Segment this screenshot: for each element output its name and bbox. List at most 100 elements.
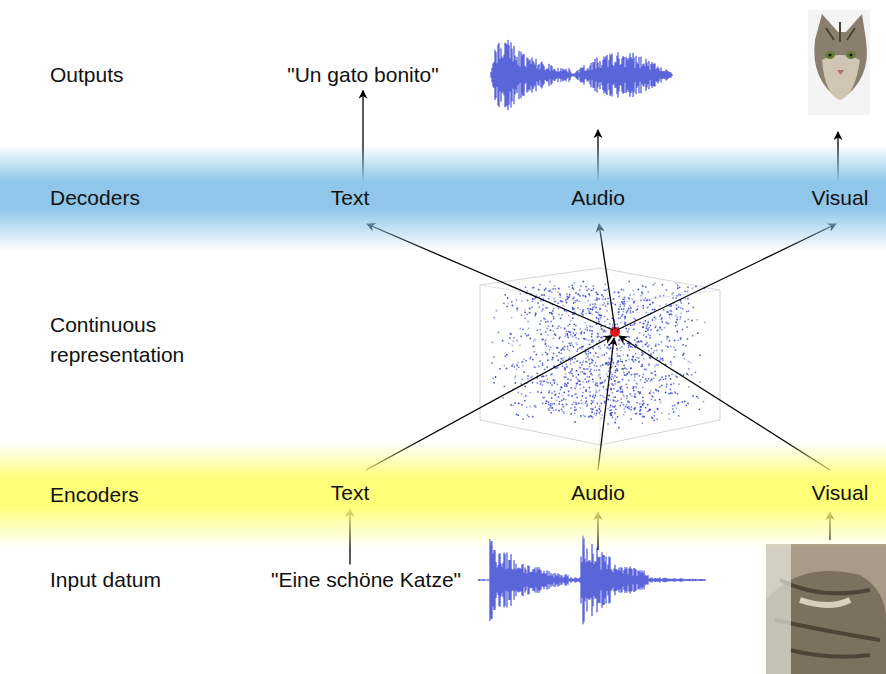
scatter-dot: [677, 287, 679, 289]
node-text: Audio: [571, 185, 625, 210]
scatter-dot: [604, 354, 606, 356]
scatter-dot: [633, 408, 635, 410]
scatter-dot: [532, 382, 534, 384]
scatter-dot: [521, 361, 523, 363]
scatter-dot: [583, 372, 585, 374]
scatter-dot: [598, 390, 600, 392]
scatter-dot: [634, 374, 636, 376]
scatter-dot: [527, 414, 529, 416]
scatter-dot: [507, 303, 509, 305]
scatter-dot: [558, 288, 560, 290]
scatter-dot: [537, 382, 539, 384]
scatter-dot: [553, 316, 555, 318]
scatter-dot: [561, 387, 563, 389]
scatter-dot: [613, 363, 615, 365]
scatter-dot: [593, 413, 595, 415]
scatter-dot: [668, 340, 670, 342]
scatter-dot: [654, 370, 656, 372]
scatter-dot: [669, 340, 671, 342]
scatter-dot: [579, 366, 581, 368]
scatter-dot: [680, 312, 682, 314]
scatter-dot: [561, 395, 563, 397]
scatter-dot: [640, 300, 642, 302]
scatter-dot: [545, 331, 547, 333]
scatter-dot: [537, 302, 539, 304]
scatter-dot: [684, 320, 686, 322]
scatter-dot: [600, 417, 602, 419]
scatter-dot: [661, 317, 663, 319]
scatter-dot: [617, 364, 619, 366]
scatter-dot: [622, 379, 624, 381]
scatter-dot: [649, 408, 651, 410]
scatter-dot: [610, 404, 612, 406]
scatter-dot: [696, 319, 698, 321]
scatter-dot: [550, 321, 552, 323]
scatter-dot: [494, 317, 496, 319]
scatter-dot: [526, 313, 528, 315]
scatter-dot: [564, 357, 566, 359]
scatter-dot: [568, 350, 570, 352]
scatter-dot: [563, 376, 565, 378]
scatter-dot: [641, 285, 643, 287]
scatter-dot: [653, 377, 655, 379]
scatter-dot: [697, 397, 699, 399]
cat-picture-input: [766, 544, 886, 674]
scatter-dot: [554, 285, 556, 287]
scatter-dot: [548, 401, 550, 403]
scatter-dot: [577, 381, 579, 383]
scatter-dot: [588, 288, 590, 290]
scatter-dot: [634, 409, 636, 411]
scatter-dot: [558, 325, 560, 327]
scatter-dot: [638, 360, 640, 362]
scatter-dot: [607, 298, 609, 300]
scatter-dot: [625, 328, 627, 330]
scatter-dot: [600, 410, 602, 412]
scatter-dot: [688, 386, 690, 388]
scatter-dot: [568, 343, 570, 345]
scatter-dot: [643, 403, 645, 405]
scatter-dot: [684, 358, 686, 360]
scatter-dot: [692, 335, 694, 337]
scatter-dot: [670, 389, 672, 391]
scatter-dot: [667, 311, 669, 313]
scatter-dot: [637, 305, 639, 307]
scatter-dot: [547, 353, 549, 355]
scatter-dot: [647, 306, 649, 308]
scatter-dot: [520, 293, 522, 295]
scatter-dot: [639, 322, 641, 324]
scatter-dot: [546, 353, 548, 355]
scatter-dot: [648, 327, 650, 329]
scatter-dot: [587, 300, 589, 302]
scatter-dot: [624, 318, 626, 320]
scatter-dot: [661, 412, 663, 414]
scatter-dot: [547, 320, 549, 322]
scatter-dot: [628, 401, 630, 403]
scatter-dot: [598, 375, 600, 377]
scatter-dot: [618, 296, 620, 298]
scatter-dot: [552, 325, 554, 327]
scatter-dot: [575, 409, 577, 411]
scatter-dot: [597, 333, 599, 335]
scatter-dot: [606, 288, 608, 290]
scatter-dot: [560, 327, 562, 329]
scatter-dot: [539, 323, 541, 325]
scatter-dot: [666, 386, 668, 388]
scatter-dot: [623, 343, 625, 345]
scatter-dot: [628, 349, 630, 351]
scatter-dot: [538, 365, 540, 367]
scatter-dot: [628, 281, 630, 283]
scatter-dot: [600, 365, 602, 367]
scatter-dot: [579, 300, 581, 302]
scatter-dot: [533, 287, 535, 289]
scatter-dot: [514, 377, 516, 379]
scatter-dot: [616, 349, 618, 351]
scatter-dot: [645, 286, 647, 288]
scatter-dot: [568, 391, 570, 393]
scatter-dot: [525, 360, 527, 362]
scatter-dot: [512, 405, 514, 407]
scatter-dot: [629, 294, 631, 296]
scatter-dot: [651, 417, 653, 419]
scatter-dot: [584, 378, 586, 380]
scatter-dot: [634, 322, 636, 324]
scatter-dot: [595, 362, 597, 364]
